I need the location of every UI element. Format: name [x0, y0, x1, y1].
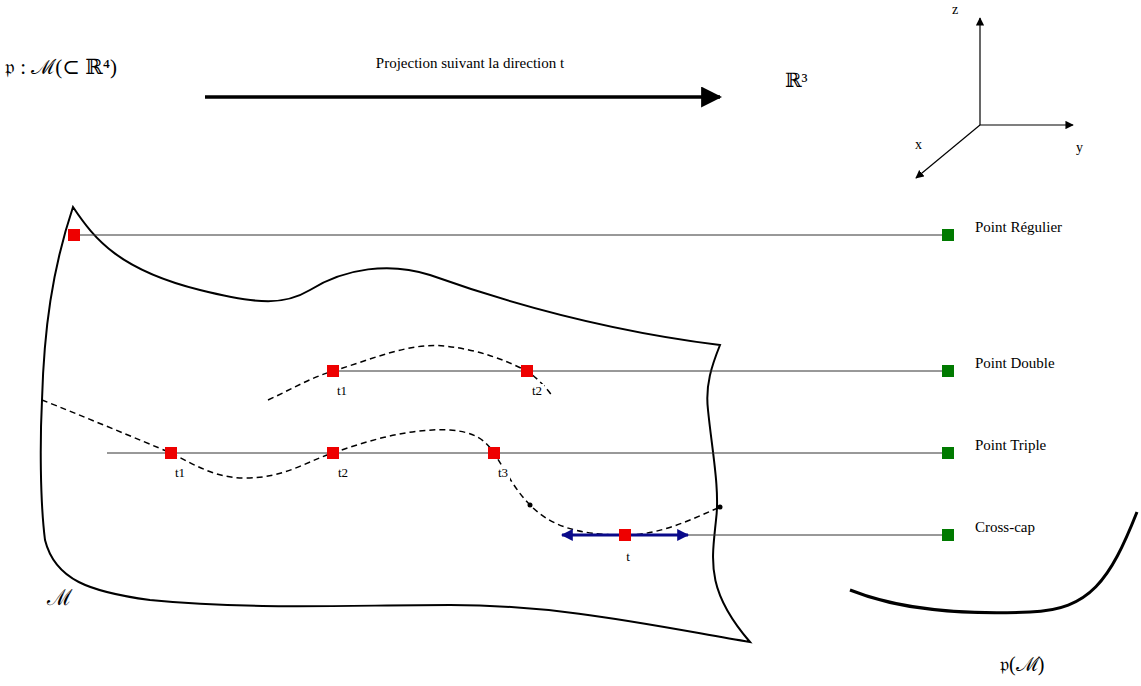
point-type: Point Triple	[975, 437, 1046, 454]
parameter-name: t1	[173, 466, 187, 480]
image-name: 𝔭(ℳ)	[1000, 653, 1044, 675]
parameter-name: t1	[335, 384, 349, 398]
target-space: ℝ³	[785, 69, 808, 91]
manifold-name: ℳ	[47, 586, 72, 610]
point-type: Point Double	[975, 355, 1055, 372]
parameter-name: t3	[496, 466, 510, 480]
surface-outline	[41, 207, 750, 642]
parameter-name: t	[624, 550, 632, 564]
map-name: 𝔭 : ℳ(⊂ ℝ⁴)	[5, 56, 117, 79]
point-type: Point Régulier	[975, 219, 1062, 236]
axes	[916, 18, 1073, 178]
pinch-dot	[718, 505, 723, 510]
axis-name: z	[952, 2, 958, 17]
parameter-name: t2	[336, 466, 350, 480]
image-surface	[850, 512, 1137, 613]
pinch-dot	[528, 503, 533, 508]
axis-name: y	[1076, 140, 1083, 155]
double-point-curve	[42, 345, 720, 535]
image-points	[942, 229, 954, 541]
projection-arrow	[205, 95, 720, 99]
arrow-caption: Projection suivant la direction t	[376, 55, 564, 72]
point-type: Cross-cap	[975, 519, 1035, 536]
source-points	[68, 229, 631, 541]
axis-name: x	[915, 137, 922, 152]
parameter-name: t2	[530, 384, 544, 398]
projection-lines	[74, 235, 948, 535]
